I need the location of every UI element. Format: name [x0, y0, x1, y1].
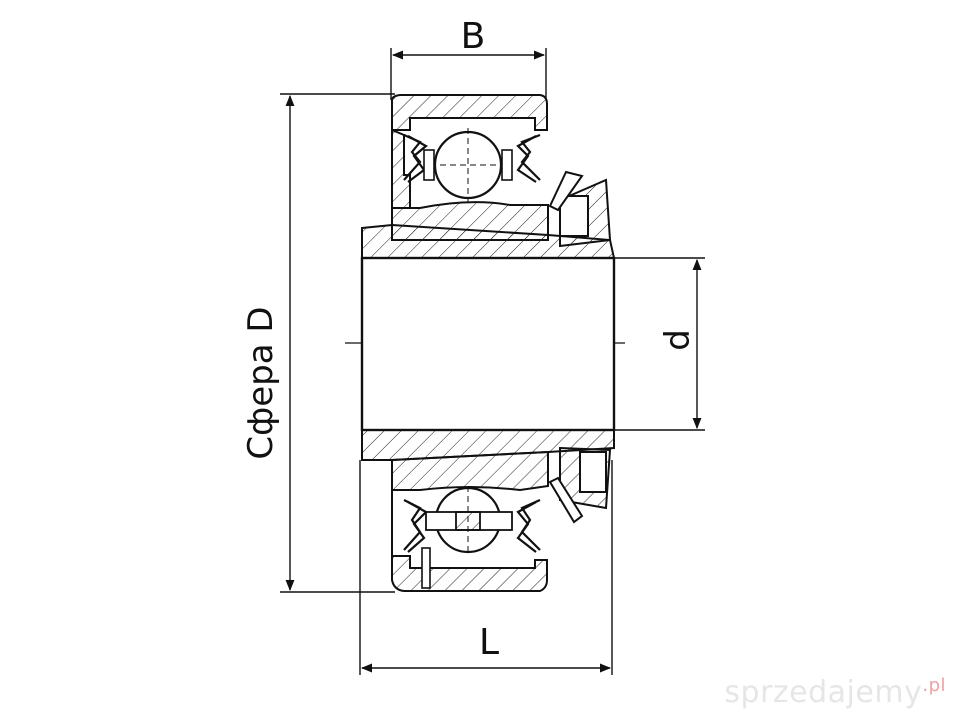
lower-locking-collar	[548, 446, 612, 524]
label-width-b: B	[461, 16, 486, 57]
lower-ball	[425, 486, 513, 556]
watermark-tld: .pl	[922, 675, 946, 696]
watermark: sprzedajemy.pl	[724, 675, 946, 710]
lower-outer-ring	[391, 490, 548, 592]
label-sphere-d: Сфера D	[241, 306, 281, 459]
label-bore-d: d	[658, 329, 698, 351]
upper-seals	[403, 133, 541, 183]
upper-ball	[423, 128, 513, 202]
dimension-lines	[280, 48, 705, 675]
lower-inner-ring	[391, 450, 549, 492]
label-length-l: L	[479, 622, 499, 663]
watermark-text: sprzedajemy	[724, 675, 923, 710]
inner-sleeve	[360, 223, 616, 461]
upper-outer-ring	[391, 94, 548, 209]
lower-seals	[403, 498, 541, 553]
upper-locking-collar	[548, 170, 612, 248]
